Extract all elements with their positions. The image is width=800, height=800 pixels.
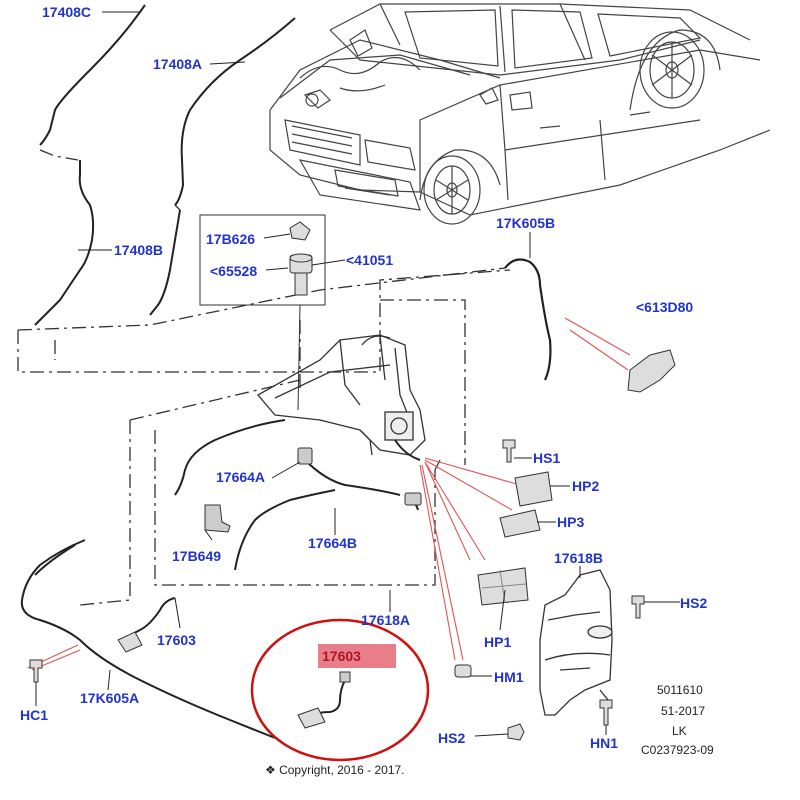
- highlight-circle-icon: [250, 618, 430, 762]
- hose-17K605A: [20, 539, 276, 739]
- nozzle-connector: [339, 671, 351, 683]
- part-label-HN1[interactable]: HN1: [590, 735, 619, 751]
- part-label-17618B[interactable]: 17618B: [554, 550, 604, 566]
- hose-17664: [174, 419, 421, 571]
- reservoir-17618B: [539, 569, 613, 721]
- washer-reservoir: [256, 334, 426, 456]
- part-label-41051[interactable]: <41051: [346, 252, 394, 268]
- part-label-17K605A[interactable]: 17K605A: [80, 690, 140, 706]
- part-label-17K605B[interactable]: 17K605B: [496, 215, 556, 231]
- part-label-613D80[interactable]: <613D80: [636, 299, 694, 315]
- hose-17K605B: [504, 258, 552, 381]
- pump-leader: [297, 304, 301, 411]
- part-label-17664A[interactable]: 17664A: [216, 469, 266, 485]
- part-label-17B649[interactable]: 17B649: [172, 548, 222, 564]
- part-label-HP1[interactable]: HP1: [484, 634, 512, 650]
- part-label-17B626[interactable]: 17B626: [206, 231, 256, 247]
- part-label-HM1[interactable]: HM1: [494, 669, 524, 685]
- label-leader-lines: [35, 11, 680, 737]
- part-label-17408C[interactable]: 17408C: [42, 4, 92, 20]
- part-label-HP2[interactable]: HP2: [572, 478, 600, 494]
- part-label-17618A[interactable]: 17618A: [361, 612, 411, 628]
- part-label-17408A[interactable]: 17408A: [153, 56, 203, 72]
- nozzle-tip-highlighted: [297, 707, 326, 729]
- copyright-notice: ❖ Copyright, 2016 - 2017.: [265, 763, 405, 777]
- part-label-17603-left[interactable]: 17603: [157, 632, 196, 648]
- part-label-HS2-upper[interactable]: HS2: [680, 595, 708, 611]
- part-label-17603-highlighted[interactable]: 17603: [322, 648, 361, 664]
- diagram-code-2: 51-2017: [661, 704, 706, 718]
- part-label-65528[interactable]: <65528: [210, 263, 258, 279]
- part-label-HP3[interactable]: HP3: [557, 514, 585, 530]
- diagram-code-4: C0237923-09: [641, 743, 714, 757]
- highlight-box: [318, 644, 396, 668]
- nozzle-tip-left: [117, 631, 143, 653]
- hose-connectors: [204, 447, 422, 533]
- bracket-613D80: [627, 349, 676, 393]
- pump-detail-parts: [289, 221, 313, 296]
- part-label-17664B[interactable]: 17664B: [308, 535, 358, 551]
- part-label-HC1[interactable]: HC1: [20, 707, 49, 723]
- diagram-code-1: 5011610: [657, 683, 703, 697]
- diagram-code-3: LK: [672, 724, 687, 738]
- clip-parts: [454, 439, 553, 678]
- pump-detail-box: [199, 214, 326, 306]
- part-label-17408B[interactable]: 17408B: [114, 242, 164, 258]
- hose-routing-upper-left: [34, 4, 296, 326]
- red-leader-lines: [27, 317, 631, 671]
- vehicle-illustration: [269, 3, 771, 225]
- part-label-HS2-lower[interactable]: HS2: [438, 730, 466, 746]
- part-label-HS1[interactable]: HS1: [533, 450, 561, 466]
- fasteners: [29, 595, 645, 741]
